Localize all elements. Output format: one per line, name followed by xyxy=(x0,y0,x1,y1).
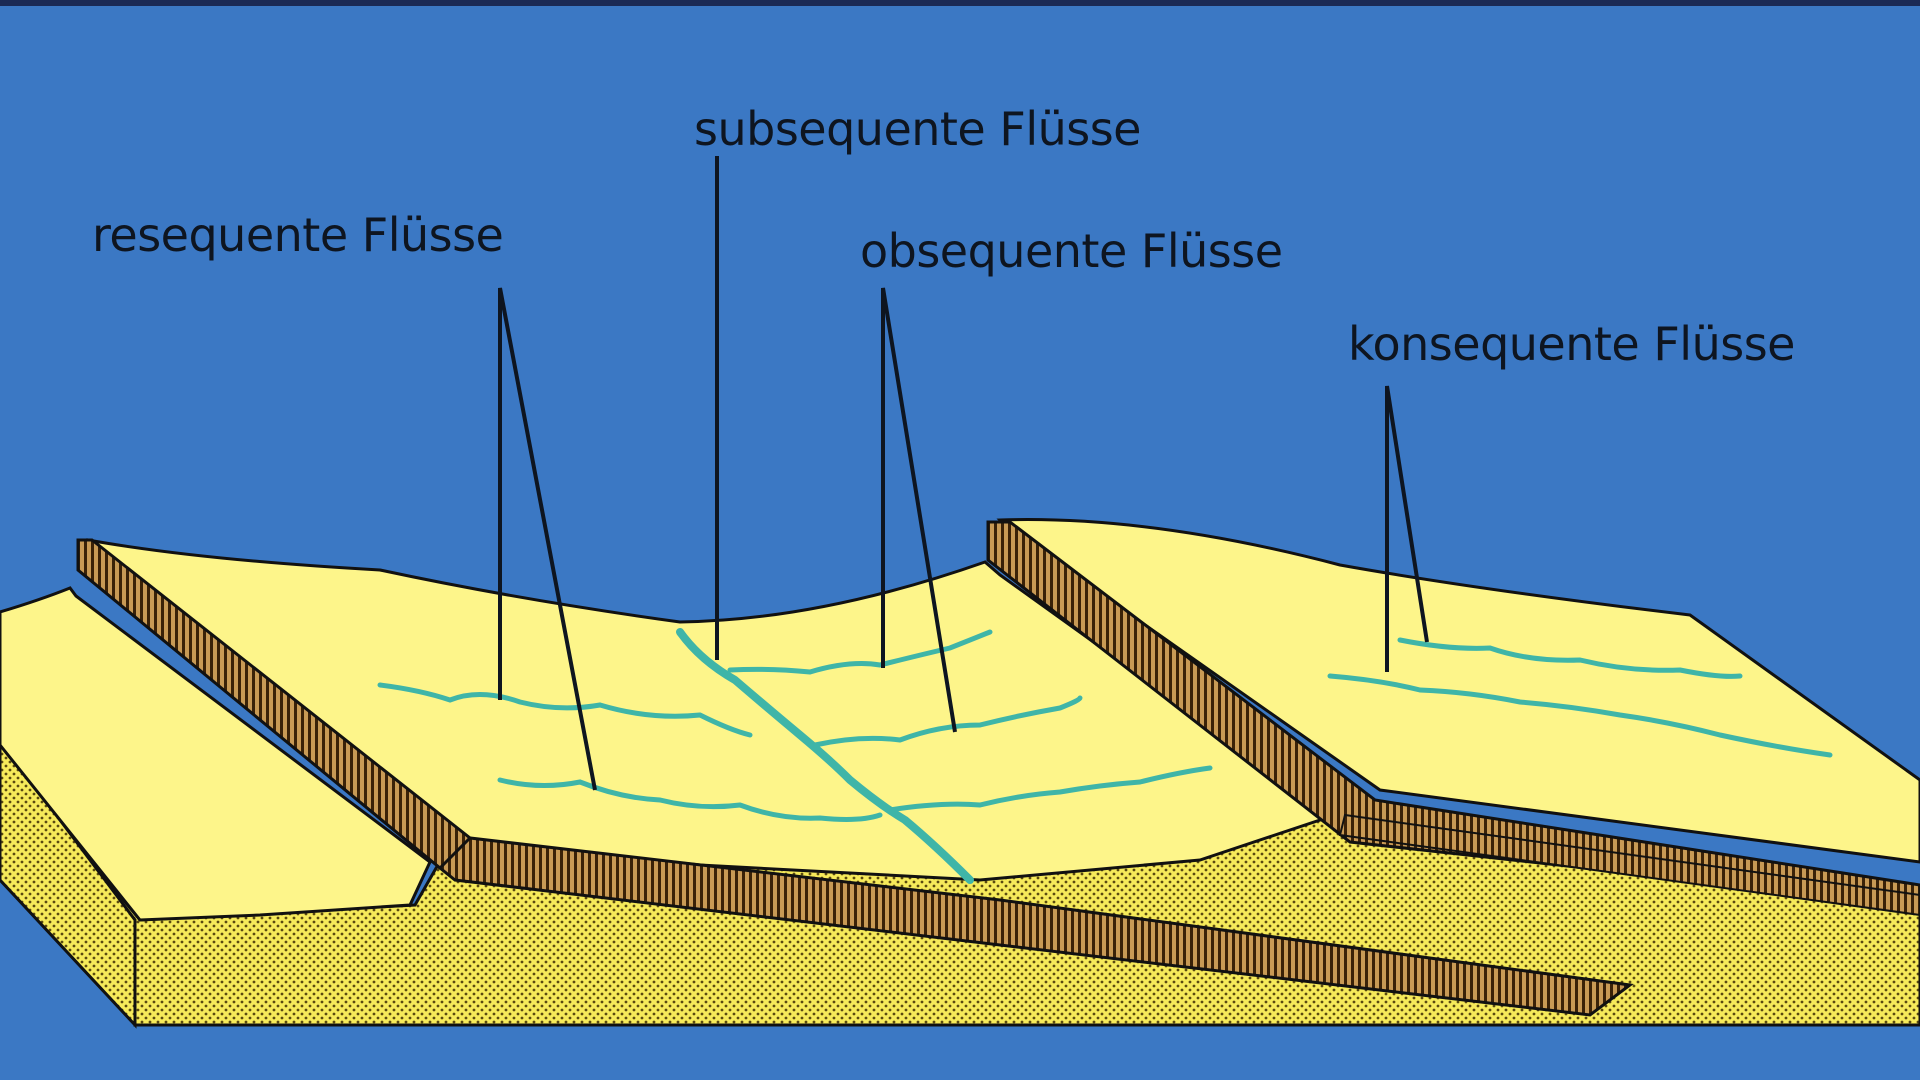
river-konsequent-upper xyxy=(1397,637,1743,679)
river-resequent-lower xyxy=(497,777,883,822)
leader-lines xyxy=(498,156,1429,791)
leader-line-konsequent xyxy=(1385,385,1429,672)
label-obsequent-rivers: obsequente Flüsse xyxy=(860,224,1283,278)
top-border xyxy=(0,0,1920,6)
label-resequent-rivers: resequente Flüsse xyxy=(92,208,504,262)
river-resequent-upper xyxy=(377,682,753,738)
river-network xyxy=(377,628,1833,884)
label-konsequent-rivers: konsequente Flüsse xyxy=(1348,317,1795,371)
land-surface-left xyxy=(0,586,432,922)
river-obsequent-lower xyxy=(887,765,1213,813)
river-obsequent-middle xyxy=(812,695,1083,748)
river-obsequent-upper xyxy=(727,629,993,675)
resistant-layer-right-lower xyxy=(1338,813,1920,917)
river-subsequent xyxy=(676,628,974,884)
cross-section-left xyxy=(0,737,137,1029)
resistant-layer-right xyxy=(986,520,1920,907)
label-subsequent-rivers: subsequente Flüsse xyxy=(694,102,1141,156)
leader-line-resequent xyxy=(498,287,597,791)
river-konsequent-lower xyxy=(1327,673,1833,758)
resistant-layer-band xyxy=(437,836,1634,1017)
leader-line-obsequent xyxy=(881,287,957,733)
